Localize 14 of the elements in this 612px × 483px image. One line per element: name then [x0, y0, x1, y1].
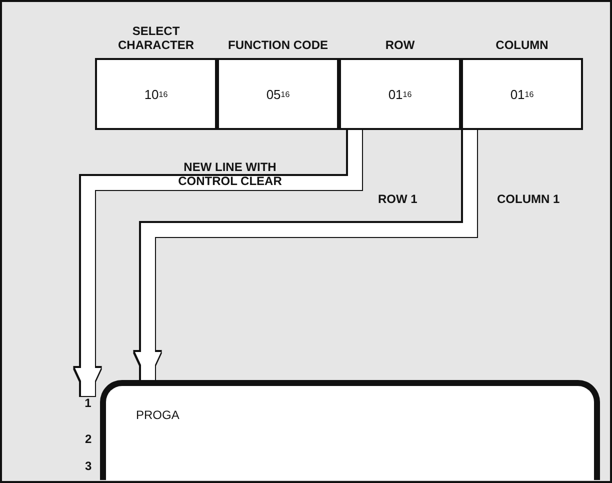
row-number: 2 [85, 432, 92, 446]
hollow-arrow [75, 130, 362, 396]
column-heading: SELECT CHARACTER [117, 23, 195, 52]
column-heading: COLUMN [494, 37, 550, 52]
edge-label: COLUMN 1 [497, 192, 560, 206]
row-number: 3 [85, 459, 92, 473]
hollow-arrow [135, 130, 477, 380]
row-number: 1 [80, 396, 96, 414]
display-screen [100, 380, 600, 480]
note-text: NEW LINE WITH CONTROL CLEAR [177, 160, 283, 188]
edge-label: ROW 1 [378, 192, 418, 206]
screen-text: PROGA [136, 408, 180, 422]
column-heading: ROW [384, 37, 416, 52]
column-heading: FUNCTION CODE [227, 37, 329, 52]
